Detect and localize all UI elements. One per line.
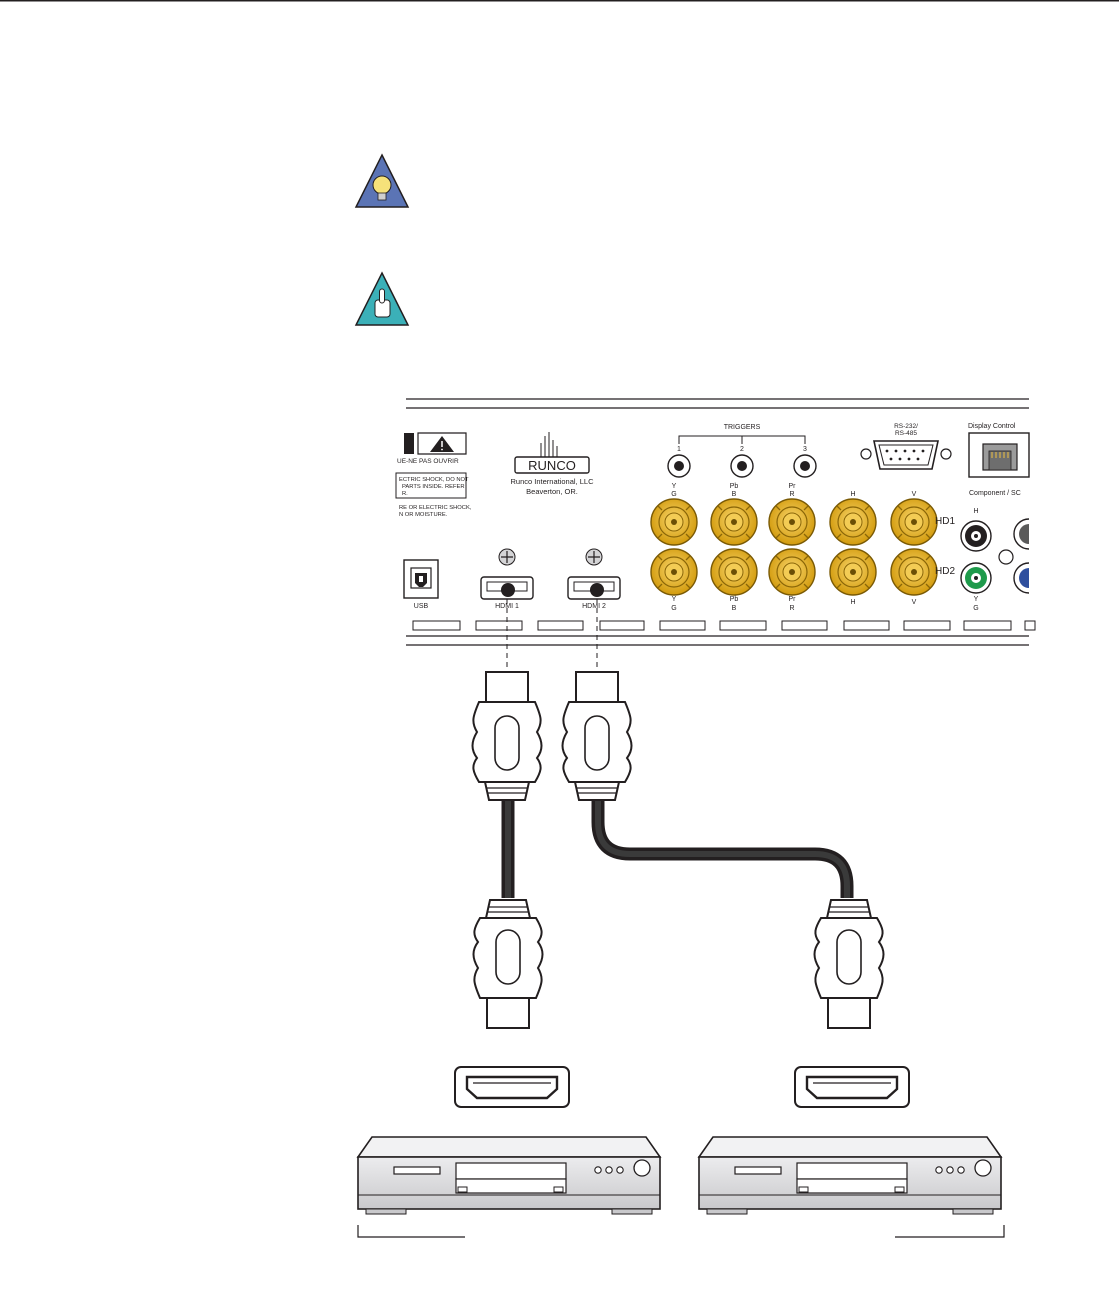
warning-text-line2: ECTRIC SHOCK, DO NOT: [399, 477, 469, 483]
logo-text: RUNCO: [528, 458, 576, 473]
pointing-hand-icon: [356, 273, 408, 325]
rear-panel: UE-NE PAS OUVRIR ECTRIC SHOCK, DO NOT PA…: [396, 399, 1035, 645]
component-label: Component / SC: [969, 490, 1021, 497]
display-control-label: Display Control: [968, 423, 1016, 430]
bnc-top-label-4-1: H: [850, 491, 855, 498]
warning-text-line4: R.: [402, 491, 408, 497]
rca-y-jack[interactable]: [961, 563, 991, 593]
bnc-bottom-label-1-2: G: [671, 605, 676, 612]
usb-port[interactable]: [404, 560, 438, 598]
bnc-top-label-3-1: Pr: [789, 483, 797, 490]
rs232-port[interactable]: RS-232/ RS-485: [861, 423, 951, 469]
hdmi-plug-top-2[interactable]: [563, 672, 632, 800]
bnc-top-label-5-1: V: [912, 491, 917, 498]
trigger-2-jack[interactable]: [731, 455, 753, 477]
trigger-1-jack[interactable]: [668, 455, 690, 477]
company-city: Beaverton, OR.: [526, 487, 578, 496]
rs232-label-line1: RS-232/: [894, 423, 918, 430]
bnc-bottom-label-1-1: Y: [672, 596, 677, 603]
display-control-port[interactable]: Display Control: [968, 423, 1029, 477]
hdmi-cable-2: [598, 796, 847, 898]
warning-text-line5: RE OR ELECTRIC SHOCK,: [399, 505, 472, 511]
panel-led: [999, 550, 1013, 564]
hdmi-plug-top-1[interactable]: [473, 672, 542, 800]
rca-y-label: Y: [974, 596, 979, 603]
source1-hdmi-jack[interactable]: [455, 1067, 569, 1107]
trigger-2-label: 2: [740, 446, 744, 453]
bnc-hd1-connector-1[interactable]: [651, 499, 697, 545]
warning-text-line6: N OR MOISTURE.: [399, 512, 448, 518]
bnc-top-label-1-2: G: [671, 491, 676, 498]
bnc-bottom-label-3-2: R: [789, 605, 794, 612]
hdmi2-label: HDMI 2: [582, 603, 606, 610]
source-player-2: [699, 1137, 1001, 1214]
rca-h-label: H: [973, 508, 978, 515]
hdmi-plug-bottom-2[interactable]: [815, 900, 884, 1028]
rca-partial-bottom-jack[interactable]: [1014, 563, 1029, 593]
bnc-bottom-label-3-1: Pr: [789, 596, 797, 603]
bnc-bottom-label-2-2: B: [732, 605, 737, 612]
bnc-hd2-connector-5[interactable]: [891, 549, 937, 595]
bnc-hd2-connector-1[interactable]: [651, 549, 697, 595]
bnc-hd1-connector-2[interactable]: [711, 499, 757, 545]
bnc-hd1-connector-5[interactable]: [891, 499, 937, 545]
hdmi1-port[interactable]: [481, 577, 533, 599]
rs232-label-line2: RS-485: [895, 430, 917, 437]
bnc-top-label-2-2: B: [732, 491, 737, 498]
hdmi2-screw-icon: [586, 549, 602, 565]
source-player-1: [358, 1137, 660, 1214]
bnc-top-label-1-1: Y: [672, 483, 677, 490]
trigger-3-label: 3: [803, 446, 807, 453]
rca-partial-top-jack[interactable]: [1014, 519, 1029, 549]
bracket-right: [895, 1225, 1004, 1237]
warning-text-line3: PARTS INSIDE. REFER: [402, 484, 465, 490]
hdmi-plug-bottom-1[interactable]: [474, 900, 543, 1028]
usb-label: USB: [414, 603, 429, 610]
triggers-group: TRIGGERS 1 2 3: [668, 424, 816, 477]
rca-h-jack[interactable]: [961, 521, 991, 551]
lightbulb-icon: [356, 155, 408, 207]
trigger-3-jack[interactable]: [794, 455, 816, 477]
source2-hdmi-jack[interactable]: [795, 1067, 909, 1107]
bnc-top-label-3-2: R: [789, 491, 794, 498]
company-name: Runco International, LLC: [511, 477, 595, 486]
triggers-title: TRIGGERS: [724, 424, 761, 431]
hdmi2-port[interactable]: [568, 577, 620, 599]
bnc-bottom-label-5-1: V: [912, 599, 917, 606]
bnc-hd2-connector-3[interactable]: [769, 549, 815, 595]
bnc-hd1-connector-4[interactable]: [830, 499, 876, 545]
hdmi1-screw-icon: [499, 549, 515, 565]
warning-label: UE-NE PAS OUVRIR ECTRIC SHOCK, DO NOT PA…: [396, 433, 472, 518]
bracket-left: [358, 1225, 465, 1237]
bnc-hd2-connector-2[interactable]: [711, 549, 757, 595]
label-strips: [413, 621, 1035, 630]
bnc-top-label-2-1: Pb: [730, 483, 739, 490]
bnc-hd1-connector-3[interactable]: [769, 499, 815, 545]
trigger-1-label: 1: [677, 446, 681, 453]
hd2-label: HD2: [935, 566, 955, 577]
rca-g-label: G: [973, 605, 978, 612]
runco-logo: RUNCO Runco International, LLC Beaverton…: [511, 432, 595, 496]
bnc-hd2-connector-4[interactable]: [830, 549, 876, 595]
hd1-label: HD1: [935, 516, 955, 527]
warning-text-line1: UE-NE PAS OUVRIR: [397, 458, 459, 465]
bnc-bottom-label-2-1: Pb: [730, 596, 739, 603]
bnc-bottom-label-4-1: H: [850, 599, 855, 606]
